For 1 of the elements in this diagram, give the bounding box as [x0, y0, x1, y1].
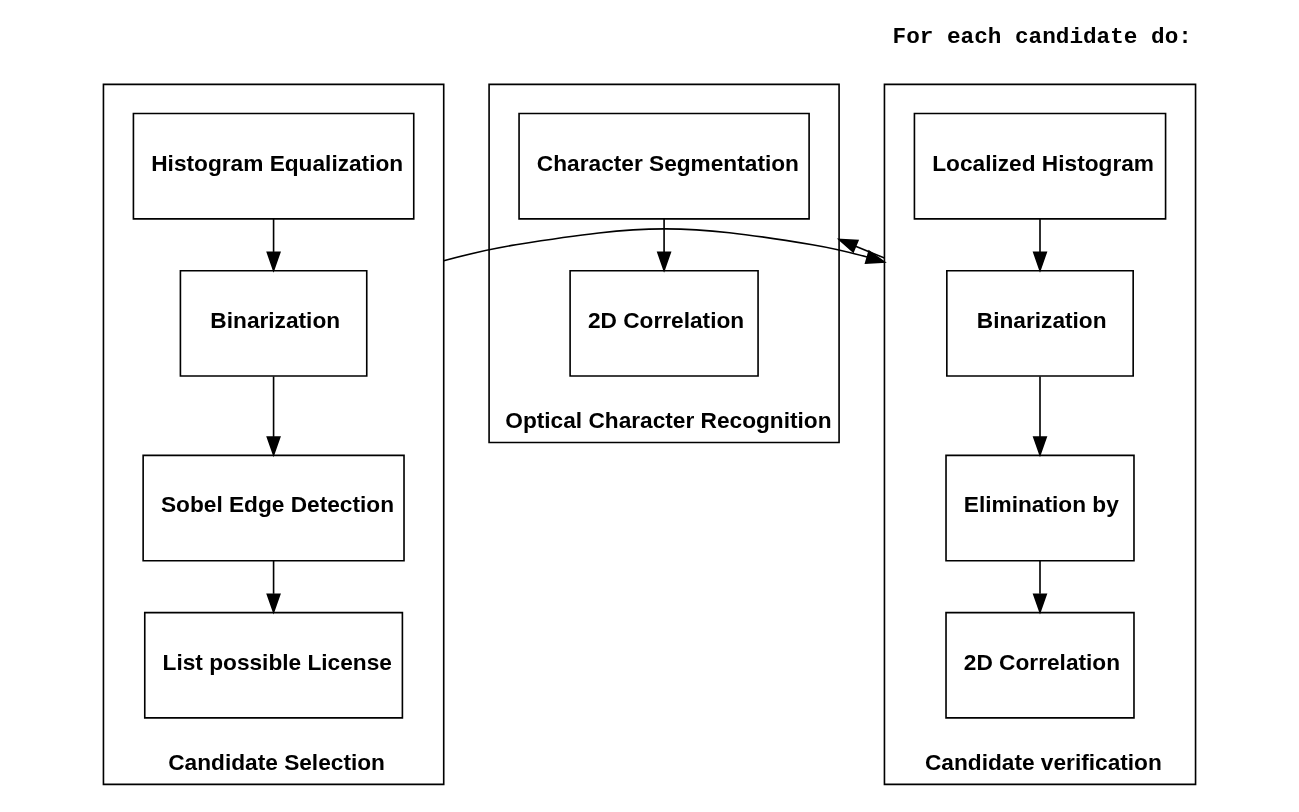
label: For each candidate do:	[892, 23, 1192, 50]
